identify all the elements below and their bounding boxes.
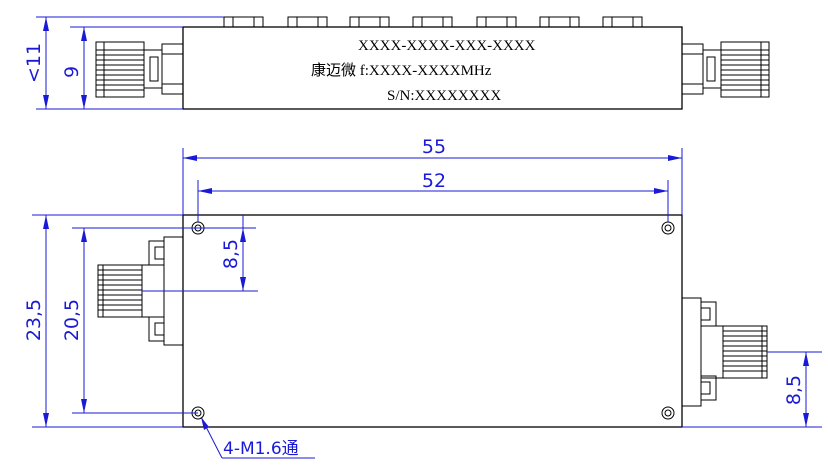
- dim-overall-length: 55: [182, 136, 683, 215]
- dim-height-max: <11: [23, 16, 224, 110]
- serial-number-text: S/N:XXXXXXXX: [387, 88, 501, 104]
- plan-view: 55 52 23,5 20,5: [23, 136, 822, 459]
- hole-callout: 4-M1.6通: [200, 416, 315, 459]
- dim-hole-spacing-x-label: 52: [422, 170, 446, 192]
- top-view: XXXX-XXXX-XXX-XXXX 康迈微 f:XXXX-XXXXMHz S/…: [23, 16, 770, 110]
- hole-callout-label: 4-M1.6通: [223, 439, 299, 459]
- right-connector-plan: [681, 297, 768, 407]
- dim-body-height: 9: [61, 26, 183, 109]
- dim-overall-length-label: 55: [422, 136, 446, 158]
- dim-left-port-offset-label: 8,5: [220, 239, 242, 269]
- dim-body-height-label: 9: [61, 66, 83, 78]
- dim-height-max-label: <11: [23, 43, 45, 83]
- dim-right-port-offset-label: 8,5: [783, 375, 805, 405]
- dim-overall-width: 23,5: [23, 214, 183, 428]
- dim-hole-spacing-x: 52: [197, 170, 669, 222]
- part-number-text: XXXX-XXXX-XXX-XXXX: [358, 38, 536, 54]
- dim-hole-spacing-y-label: 20,5: [61, 299, 83, 341]
- mounting-holes: [191, 221, 675, 420]
- tuning-screws: [223, 16, 643, 28]
- right-connector-side: [681, 41, 770, 98]
- brand-frequency-text: 康迈微 f:XXXX-XXXXMHz: [311, 62, 492, 79]
- dim-left-port-offset: 8,5: [142, 215, 258, 292]
- dim-right-port-offset: 8,5: [682, 351, 822, 428]
- dim-hole-spacing-y: 20,5: [61, 227, 198, 414]
- left-connector-side: [95, 41, 184, 98]
- dim-overall-width-label: 23,5: [23, 299, 45, 341]
- plan-view-body: [182, 214, 683, 428]
